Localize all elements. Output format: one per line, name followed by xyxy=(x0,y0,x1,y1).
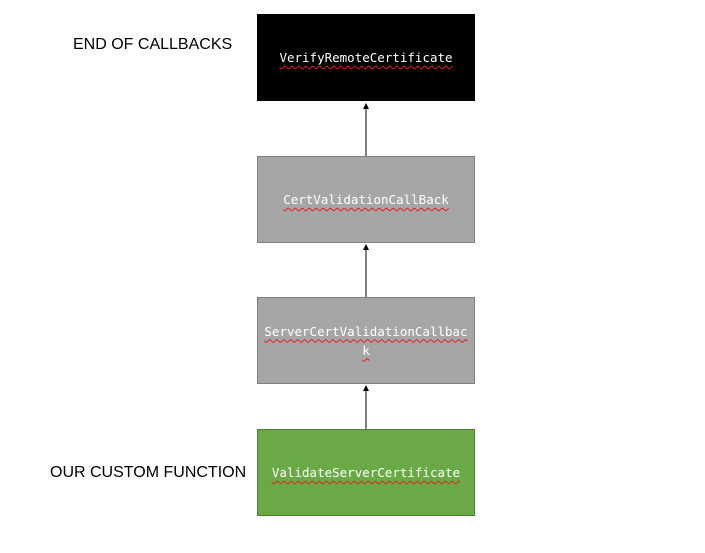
validate-server-certificate-text: ValidateServerCertificate xyxy=(271,465,461,480)
server-cert-validation-callback-text: ServerCertValidationCallback xyxy=(264,323,468,358)
our-custom-function-label: OUR CUSTOM FUNCTION xyxy=(50,464,247,481)
end-of-callbacks-label: END OF CALLBACKS xyxy=(73,36,233,53)
server-cert-validation-callback-box: ServerCertValidationCallback xyxy=(257,297,475,384)
validate-server-certificate-box: ValidateServerCertificate xyxy=(257,429,475,516)
cert-validation-callback-box: CertValidationCallBack xyxy=(257,156,475,243)
cert-validation-callback-text: CertValidationCallBack xyxy=(283,192,449,207)
verify-remote-certificate-box: VerifyRemoteCertificate xyxy=(257,14,475,101)
verify-remote-certificate-text: VerifyRemoteCertificate xyxy=(279,50,453,65)
